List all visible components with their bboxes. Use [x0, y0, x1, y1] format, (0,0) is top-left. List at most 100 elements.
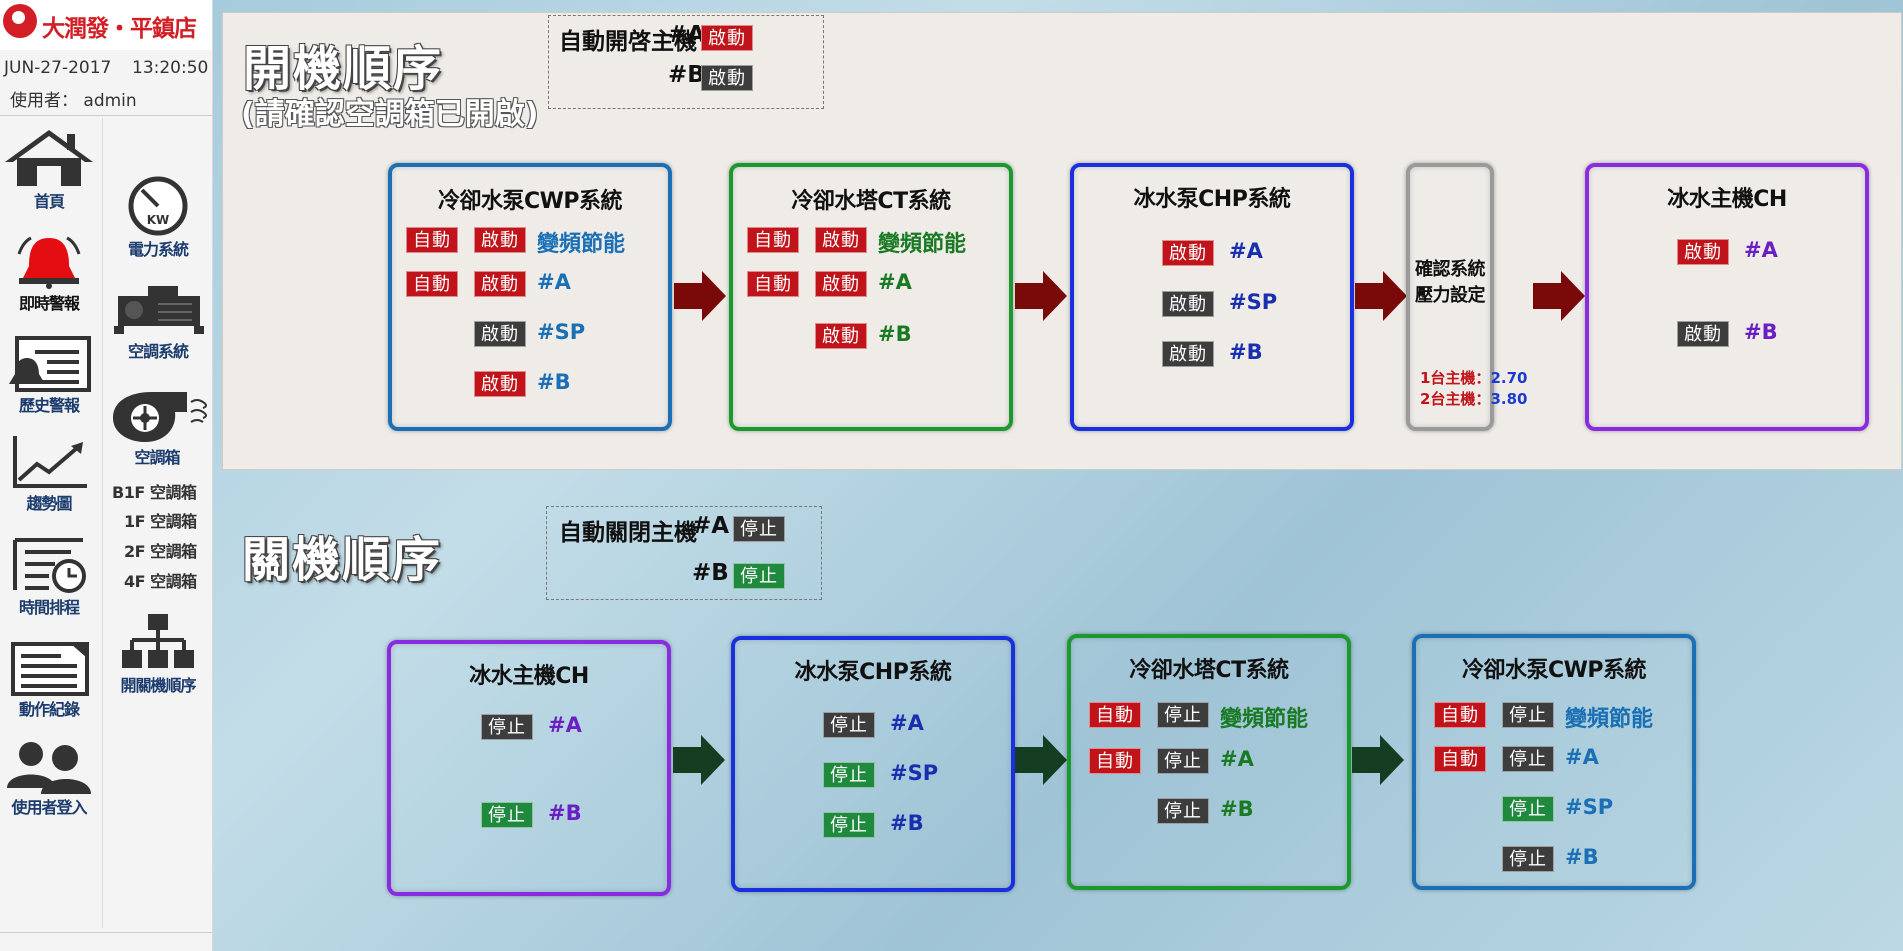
stop-cwp-a-stop-button[interactable]: 停止 [1502, 746, 1554, 772]
start-ct-a-auto-button[interactable]: 自動 [747, 271, 799, 297]
nav-log[interactable]: 動作紀錄 [0, 640, 98, 720]
pressure-title-line2: 壓力設定 [1415, 285, 1486, 306]
nav-home[interactable]: 首頁 [0, 128, 98, 212]
start-pressure-box: 確認系統 壓力設定 1台主機：2.70 2台主機：3.80 [1406, 163, 1527, 431]
start-chp-b-start-button[interactable]: 啟動 [1162, 341, 1214, 367]
pressure-title-line1: 確認系統 [1415, 259, 1486, 280]
start-cwp-a-auto-button[interactable]: 自動 [406, 271, 458, 297]
history-alarm-icon [9, 336, 91, 392]
nav-alarm[interactable]: 即時警報 [0, 232, 98, 314]
stop-cwp-eco-label: 變頻節能 [1565, 707, 1654, 732]
nav-trend[interactable]: 趨勢圖 [0, 434, 98, 514]
brand-name: 大潤發・平鎮店 [42, 16, 197, 42]
start-ct-b-start-button[interactable]: 啟動 [815, 323, 867, 349]
pressure-two-label: 2台主機： [1420, 390, 1491, 408]
start-ch-b-start-button[interactable]: 啟動 [1677, 321, 1729, 347]
start-cwp-sp-start-button[interactable]: 啟動 [474, 321, 526, 347]
start-chp-a-start-button[interactable]: 啟動 [1162, 240, 1214, 266]
start-chp-sp-label: #SP [1229, 290, 1278, 314]
nav-ahu-4f[interactable]: 4F 空調箱 [124, 572, 197, 591]
stop-ch-title: 冰水主機CH [469, 664, 589, 689]
start-cwp-title: 冷卻水泵CWP系統 [437, 189, 623, 214]
stop-ch-b-stop-button[interactable]: 停止 [481, 802, 533, 828]
auto-stop-b-button[interactable]: 停止 [733, 563, 785, 589]
start-sequence-note: (請確認空調箱已開啟) [241, 97, 539, 132]
start-chp-box: 冰水泵CHP系統 啟動 #A 啟動 #SP 啟動 #B [1070, 163, 1354, 431]
stop-chp-b-label: #B [890, 811, 924, 835]
nav-history[interactable]: 歷史警報 [0, 334, 98, 416]
start-arrow-1 [674, 271, 726, 321]
start-cwp-start-button[interactable]: 啟動 [474, 227, 526, 253]
nav-ahu-2f[interactable]: 2F 空調箱 [124, 542, 197, 561]
nav-ahu-1f[interactable]: 1F 空調箱 [124, 512, 197, 531]
stop-ct-a-auto-button[interactable]: 自動 [1089, 748, 1141, 774]
stop-ch-a-stop-button[interactable]: 停止 [481, 714, 533, 740]
pressure-one-value: 2.70 [1490, 369, 1528, 387]
stop-cwp-title: 冷卻水泵CWP系統 [1461, 658, 1647, 683]
nav-log-label: 動作紀錄 [18, 700, 80, 719]
stop-cwp-b-stop-button[interactable]: 停止 [1502, 846, 1554, 872]
stop-chp-a-stop-button[interactable]: 停止 [823, 712, 875, 738]
current-time: 13:20:50 [132, 58, 209, 78]
stop-cwp-stop-button[interactable]: 停止 [1502, 702, 1554, 728]
auto-start-label: 自動開啓主機 [559, 29, 697, 55]
stop-cwp-box: 冷卻水泵CWP系統 自動 停止 變頻節能 自動 停止 #A 停止 #SP 停止 … [1412, 634, 1696, 890]
current-user: 使用者： admin [10, 91, 137, 111]
nav-ahu-b1f[interactable]: B1F 空調箱 [112, 483, 197, 502]
stop-ct-auto-button[interactable]: 自動 [1089, 702, 1141, 728]
start-chp-sp-start-button[interactable]: 啟動 [1162, 291, 1214, 317]
stop-cwp-b-label: #B [1565, 845, 1599, 869]
pressure-two-unit: 2台主機：3.80 [1420, 388, 1527, 409]
start-cwp-eco-label: 變頻節能 [537, 232, 626, 257]
start-ch-title: 冰水主機CH [1667, 187, 1787, 212]
start-ct-a-start-button[interactable]: 啟動 [815, 271, 867, 297]
auto-start-box: 自動開啓主機 #A 啟動 #B 啟動 [548, 15, 824, 109]
stop-chp-b-stop-button[interactable]: 停止 [823, 812, 875, 838]
start-cwp-a-label: #A [537, 270, 571, 294]
auto-stop-b-tag: #B [692, 560, 729, 586]
start-cwp-b-start-button[interactable]: 啟動 [474, 371, 526, 397]
stop-ct-a-stop-button[interactable]: 停止 [1157, 748, 1209, 774]
nav-ahu[interactable]: 空調箱 [102, 388, 212, 468]
alarm-bell-icon [17, 236, 81, 289]
start-cwp-b-label: #B [537, 370, 571, 394]
start-arrow-4 [1533, 271, 1585, 321]
auto-start-b-button[interactable]: 啟動 [701, 65, 753, 91]
nav-sequence[interactable]: 開關機順序 [104, 612, 212, 696]
stop-ct-b-label: #B [1220, 797, 1254, 821]
nav-hvac[interactable]: 空調系統 [106, 282, 210, 362]
stop-cwp-auto-button[interactable]: 自動 [1434, 702, 1486, 728]
stop-cwp-a-auto-button[interactable]: 自動 [1434, 746, 1486, 772]
start-ct-auto-button[interactable]: 自動 [747, 227, 799, 253]
schedule-clock-icon [13, 538, 86, 593]
nav-power[interactable]: KW 電力系統 [106, 176, 210, 260]
auto-stop-a-button[interactable]: 停止 [733, 516, 785, 542]
nav-login[interactable]: 使用者登入 [0, 738, 98, 818]
stop-ch-b-label: #B [548, 801, 582, 825]
start-ch-a-start-button[interactable]: 啟動 [1677, 239, 1729, 265]
sequence-tree-icon [122, 614, 194, 668]
auto-stop-a-tag: #A [692, 513, 730, 539]
nav-home-label: 首頁 [33, 192, 65, 211]
auto-start-a-button[interactable]: 啟動 [701, 25, 753, 51]
power-meter-icon: KW [128, 176, 188, 236]
stop-cwp-sp-stop-button[interactable]: 停止 [1502, 796, 1554, 822]
stop-ct-a-label: #A [1220, 747, 1254, 771]
stop-ct-b-stop-button[interactable]: 停止 [1157, 798, 1209, 824]
stop-ct-stop-button[interactable]: 停止 [1157, 702, 1209, 728]
start-cwp-a-start-button[interactable]: 啟動 [474, 271, 526, 297]
stop-chp-sp-stop-button[interactable]: 停止 [823, 762, 875, 788]
nav-schedule[interactable]: 時間排程 [0, 536, 98, 618]
air-handler-fan-icon [113, 392, 207, 442]
pressure-two-value: 3.80 [1490, 390, 1528, 408]
auto-stop-box: 自動關閉主機 #A 停止 #B 停止 [546, 506, 822, 600]
start-ct-start-button[interactable]: 啟動 [815, 227, 867, 253]
start-cwp-auto-button[interactable]: 自動 [406, 227, 458, 253]
stop-ch-box: 冰水主機CH 停止 #A 停止 #B [387, 640, 671, 896]
svg-text:KW: KW [147, 213, 170, 227]
chiller-icon [114, 286, 204, 334]
stop-ct-box: 冷卻水塔CT系統 自動 停止 變頻節能 自動 停止 #A 停止 #B [1067, 634, 1351, 890]
nav-history-label: 歷史警報 [18, 396, 80, 415]
stop-arrow-2 [1015, 735, 1067, 785]
start-chp-title: 冰水泵CHP系統 [1133, 187, 1291, 212]
